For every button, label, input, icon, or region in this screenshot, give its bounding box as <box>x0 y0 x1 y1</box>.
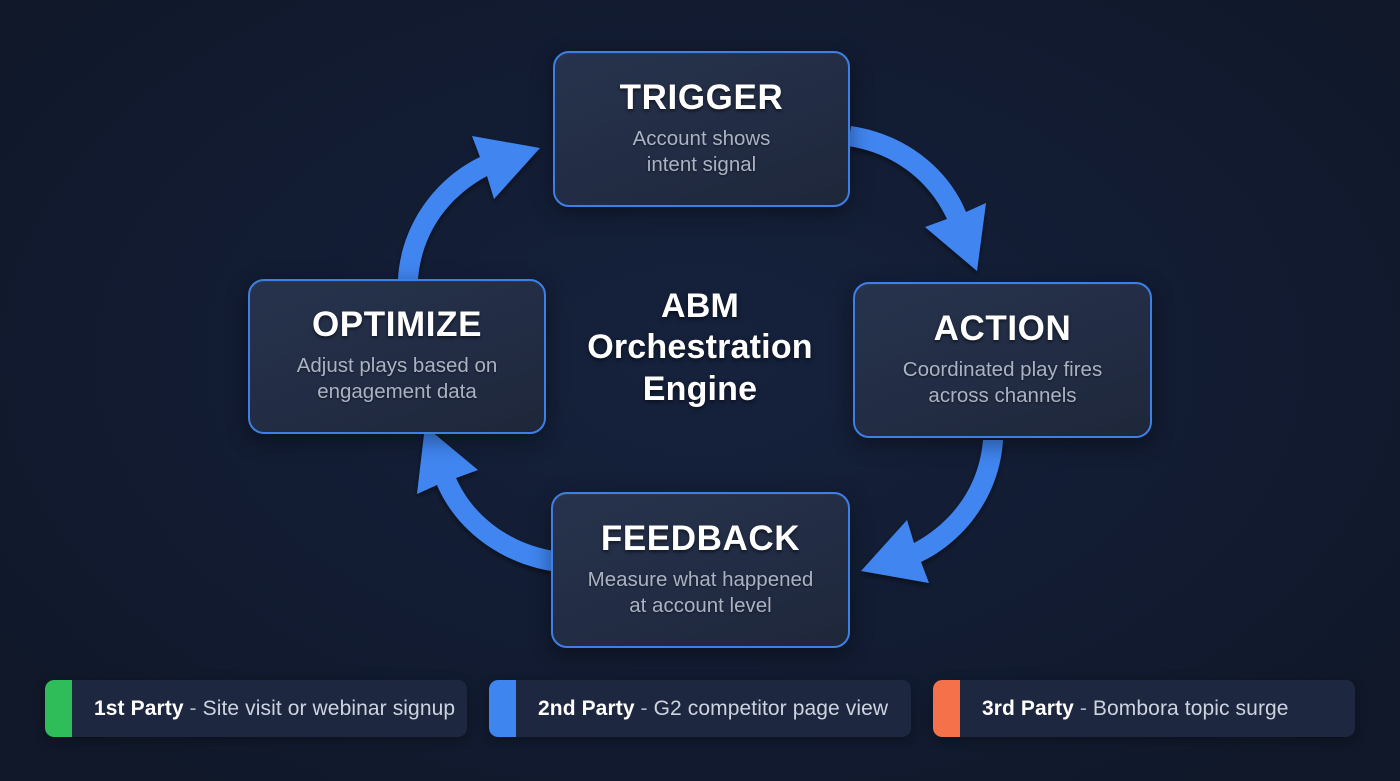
node-trigger-title: TRIGGER <box>619 77 784 117</box>
node-feedback-title: FEEDBACK <box>600 518 801 558</box>
arrow-feedback-to-optimize <box>417 426 554 571</box>
legend-dash-third-party: - <box>1073 696 1093 720</box>
legend-label-third-party: 3rd Party <box>982 696 1074 720</box>
node-trigger-description: Account shows intent signal <box>632 126 771 176</box>
legend-color-swatch-second-party <box>489 680 516 737</box>
node-feedback[interactable]: FEEDBACK Measure what happened at accoun… <box>551 492 850 648</box>
legend-description-third-party: Bombora topic surge <box>1092 696 1289 720</box>
node-optimize-title: OPTIMIZE <box>311 305 483 345</box>
legend-description-first-party: Site visit or webinar signup <box>202 696 456 720</box>
node-action-description: Coordinated play fires across channels <box>902 357 1103 407</box>
legend-item-first-party[interactable]: 1st Party - Site visit or webinar signup <box>45 680 467 737</box>
legend-dash-first-party: - <box>183 696 203 720</box>
legend-text-second-party: 2nd Party - G2 competitor page view <box>516 697 888 721</box>
node-optimize[interactable]: OPTIMIZE Adjust plays based on engagemen… <box>248 279 546 434</box>
node-trigger[interactable]: TRIGGER Account shows intent signal <box>553 51 850 207</box>
arrow-trigger-to-action <box>848 126 986 271</box>
node-feedback-description: Measure what happened at account level <box>587 567 814 617</box>
arrow-action-to-feedback <box>861 440 1003 583</box>
node-action[interactable]: ACTION Coordinated play fires across cha… <box>853 282 1152 438</box>
legend-dash-second-party: - <box>634 696 654 720</box>
legend-text-first-party: 1st Party - Site visit or webinar signup <box>72 697 455 721</box>
node-action-title: ACTION <box>933 308 1072 348</box>
legend-label-second-party: 2nd Party <box>538 696 635 720</box>
legend-color-swatch-first-party <box>45 680 72 737</box>
legend-text-third-party: 3rd Party - Bombora topic surge <box>960 697 1289 721</box>
arrow-optimize-to-trigger <box>398 136 540 279</box>
legend-description-second-party: G2 competitor page view <box>653 696 889 720</box>
legend-item-second-party[interactable]: 2nd Party - G2 competitor page view <box>489 680 911 737</box>
legend-item-third-party[interactable]: 3rd Party - Bombora topic surge <box>933 680 1355 737</box>
legend-color-swatch-third-party <box>933 680 960 737</box>
node-optimize-description: Adjust plays based on engagement data <box>296 354 498 404</box>
legend-label-first-party: 1st Party <box>94 696 184 720</box>
center-title: ABM Orchestration Engine <box>587 287 813 408</box>
legend: 1st Party - Site visit or webinar signup… <box>45 680 1355 737</box>
